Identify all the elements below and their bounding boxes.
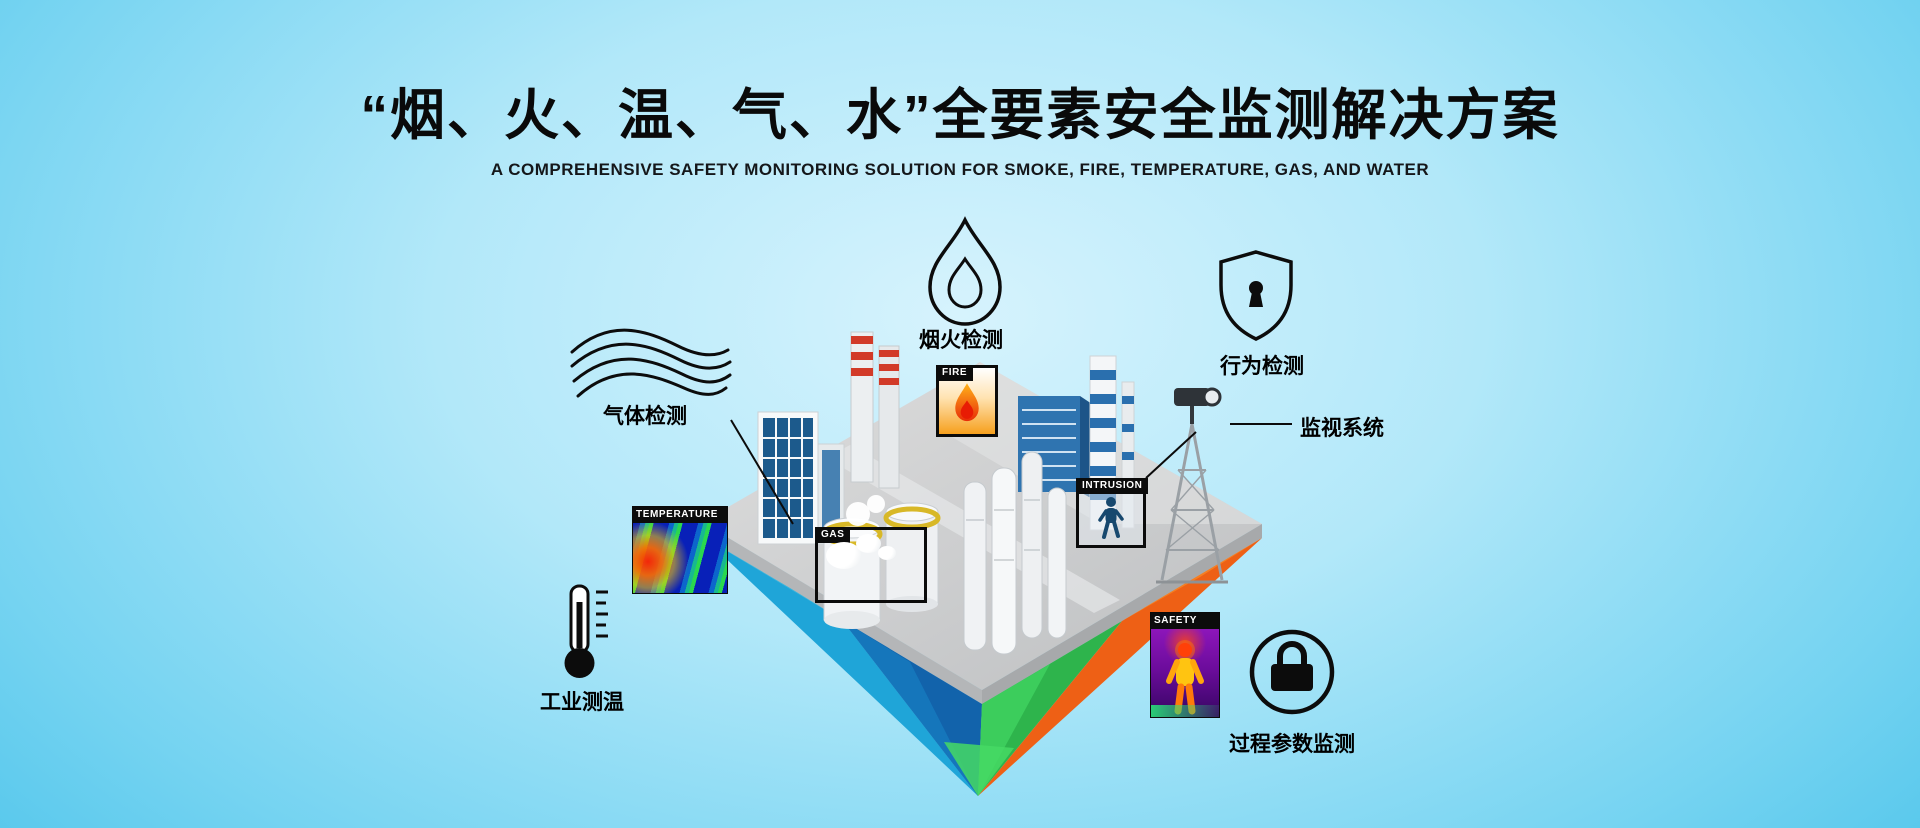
gas-tag: GAS [815,527,851,543]
surveillance-system-label: 监视系统 [1300,417,1384,440]
fire-tag: FIRE [936,365,974,381]
storage-tanks [821,495,941,629]
process-columns [963,451,1067,655]
thermal-image-temperature [633,523,727,593]
fire-detection-box: FIRE [936,365,998,437]
shield-keyhole-icon [1219,250,1293,341]
safety-tag: SAFETY [1151,613,1219,629]
smoke-fire-detection-label: 烟火检测 [919,329,1003,352]
thermal-image-safety [1151,629,1219,717]
thermometer-icon [564,584,608,678]
page-subtitle: A COMPREHENSIVE SAFETY MONITORING SOLUTI… [490,160,1430,179]
thermal-person-icon [1166,640,1204,715]
surveillance-tower [1156,387,1228,584]
gas-detection-box: GAS [815,527,927,603]
smoke-puff [878,546,896,560]
process-parameter-label: 过程参数监测 [1229,733,1355,756]
intrusion-tag: INTRUSION [1076,478,1149,494]
fire-flame-icon [955,383,979,422]
temperature-tag: TEMPERATURE [633,507,727,523]
behavior-detection-label: 行为检测 [1220,355,1304,378]
callout-lines [730,419,1292,525]
cctv-camera-icon [1174,387,1222,424]
office-building [757,411,845,545]
page-title: “烟、火、温、气、水”全要素安全监测解决方案 [360,84,1560,146]
intrusion-detection-box: INTRUSION [1076,478,1149,548]
smoke-puff [856,534,881,553]
lock-icon [1249,629,1335,715]
factory-buildings [757,331,1228,655]
temperature-thermal-tile: TEMPERATURE [632,506,728,594]
flame-icon [928,216,1002,326]
gas-waves-icon [570,328,732,398]
chimney-stacks [850,331,900,489]
industrial-temperature-label: 工业测温 [540,691,624,714]
gas-detection-label: 气体检测 [603,405,687,428]
worker-person-icon [1098,497,1124,539]
safety-thermal-tile: SAFETY [1150,612,1220,718]
